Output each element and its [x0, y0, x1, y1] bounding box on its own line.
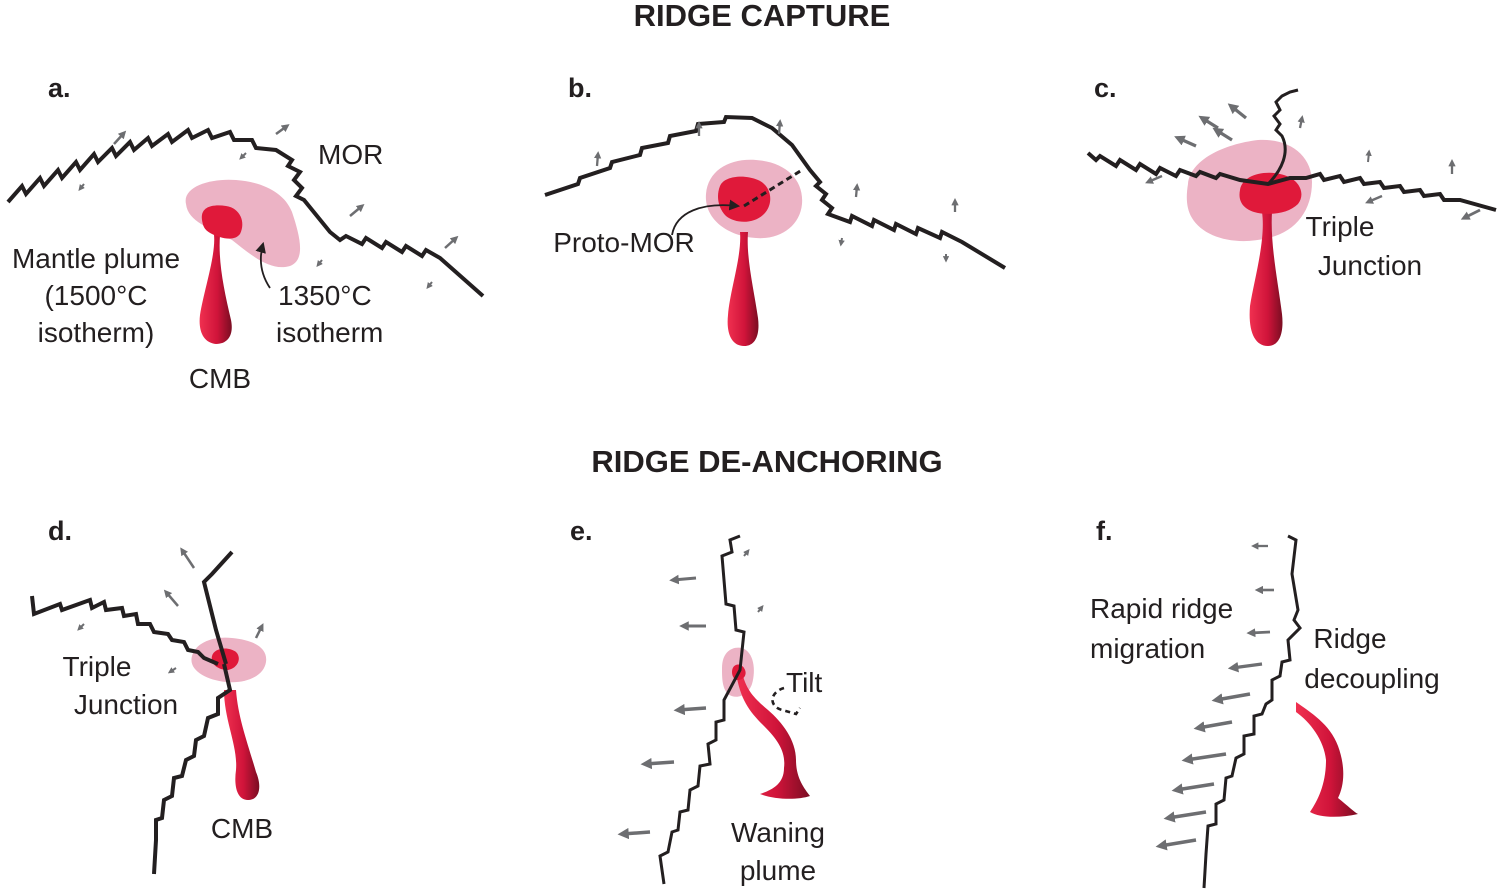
proto-mor-leader-arrow [671, 199, 741, 236]
panel-b: b. Proto-MOR [544, 73, 1007, 346]
panel-f: f. Rapid ridge migration Ridge decouplin… [1090, 516, 1440, 889]
waning-plume-label-2: plume [740, 855, 816, 886]
plume-conduit [727, 232, 759, 346]
title-ridge-capture: RIDGE CAPTURE [634, 0, 891, 33]
proto-mor-dashed-line [743, 168, 803, 208]
mid-ocean-ridge-north [201, 550, 234, 665]
proto-mor-label: Proto-MOR [553, 227, 695, 258]
mantle-plume-head [201, 205, 243, 239]
mid-ocean-ridge-west [30, 595, 219, 666]
tilt-dashed-indicator [771, 686, 802, 716]
mid-ocean-ridge-south [152, 663, 233, 875]
panel-c: c. Triple Junction [1086, 73, 1497, 346]
triple-junction-label-2: Junction [1318, 250, 1422, 281]
tilt-label: Tilt [786, 667, 823, 698]
rapid-migration-label-1: Rapid ridge [1090, 593, 1233, 624]
third-ridge-arm [1266, 88, 1299, 186]
plate-motion-arrows-a [78, 124, 459, 289]
mid-ocean-ridge [1202, 534, 1302, 889]
mid-ocean-ridge [6, 126, 485, 298]
plume-conduit [199, 235, 232, 344]
panel-a: a. MOR Mantle plume (1500°C isotherm) 13… [6, 73, 485, 394]
mor-label: MOR [318, 139, 383, 170]
mid-ocean-ridge [544, 114, 1007, 270]
plate-motion-arrows-f [1155, 542, 1274, 851]
plate-motion-arrows-d [77, 547, 264, 674]
title-ridge-de-anchoring: RIDGE DE-ANCHORING [591, 444, 942, 479]
panel-d: d. Triple Junction CMB [30, 516, 273, 875]
rapid-migration-label-2: migration [1090, 633, 1205, 664]
panel-e: e. Tilt Waning plume [570, 516, 825, 886]
isotherm-1350-halo [185, 179, 301, 268]
plume-label-3: isotherm) [38, 317, 155, 348]
panel-e-label: e. [570, 516, 593, 546]
plate-motion-arrows-b [593, 119, 959, 263]
waning-plume-label-1: Waning [731, 817, 825, 848]
panel-a-label: a. [48, 73, 71, 103]
plume-label-1: Mantle plume [12, 243, 180, 274]
plume-conduit [736, 672, 810, 799]
isotherm-label-1: 1350°C [278, 280, 372, 311]
plate-motion-arrows-c [1145, 103, 1481, 220]
panel-f-label: f. [1096, 516, 1113, 546]
plume-conduit [224, 690, 260, 800]
panel-b-label: b. [568, 73, 592, 103]
plume-conduit [1249, 212, 1283, 346]
triple-junction-label-1: Triple [63, 651, 132, 682]
plume-label-2: (1500°C [44, 280, 147, 311]
isotherm-label-2: isotherm [276, 317, 383, 348]
mid-ocean-ridge [658, 534, 746, 885]
mantle-plume-head [718, 176, 771, 222]
decoupled-plume [1296, 702, 1358, 817]
cmb-label: CMB [189, 363, 251, 394]
panel-d-label: d. [48, 516, 72, 546]
panel-c-label: c. [1094, 73, 1117, 103]
mid-ocean-ridge [1086, 151, 1497, 212]
isotherm-leader-arrow [255, 241, 271, 289]
plate-motion-arrows-e [617, 549, 764, 840]
cmb-label: CMB [211, 813, 273, 844]
triple-junction-label-1: Triple [1306, 211, 1375, 242]
ridge-decoupling-label-2: decoupling [1304, 663, 1439, 694]
ridge-decoupling-label-1: Ridge [1313, 623, 1386, 654]
triple-junction-label-2: Junction [74, 689, 178, 720]
